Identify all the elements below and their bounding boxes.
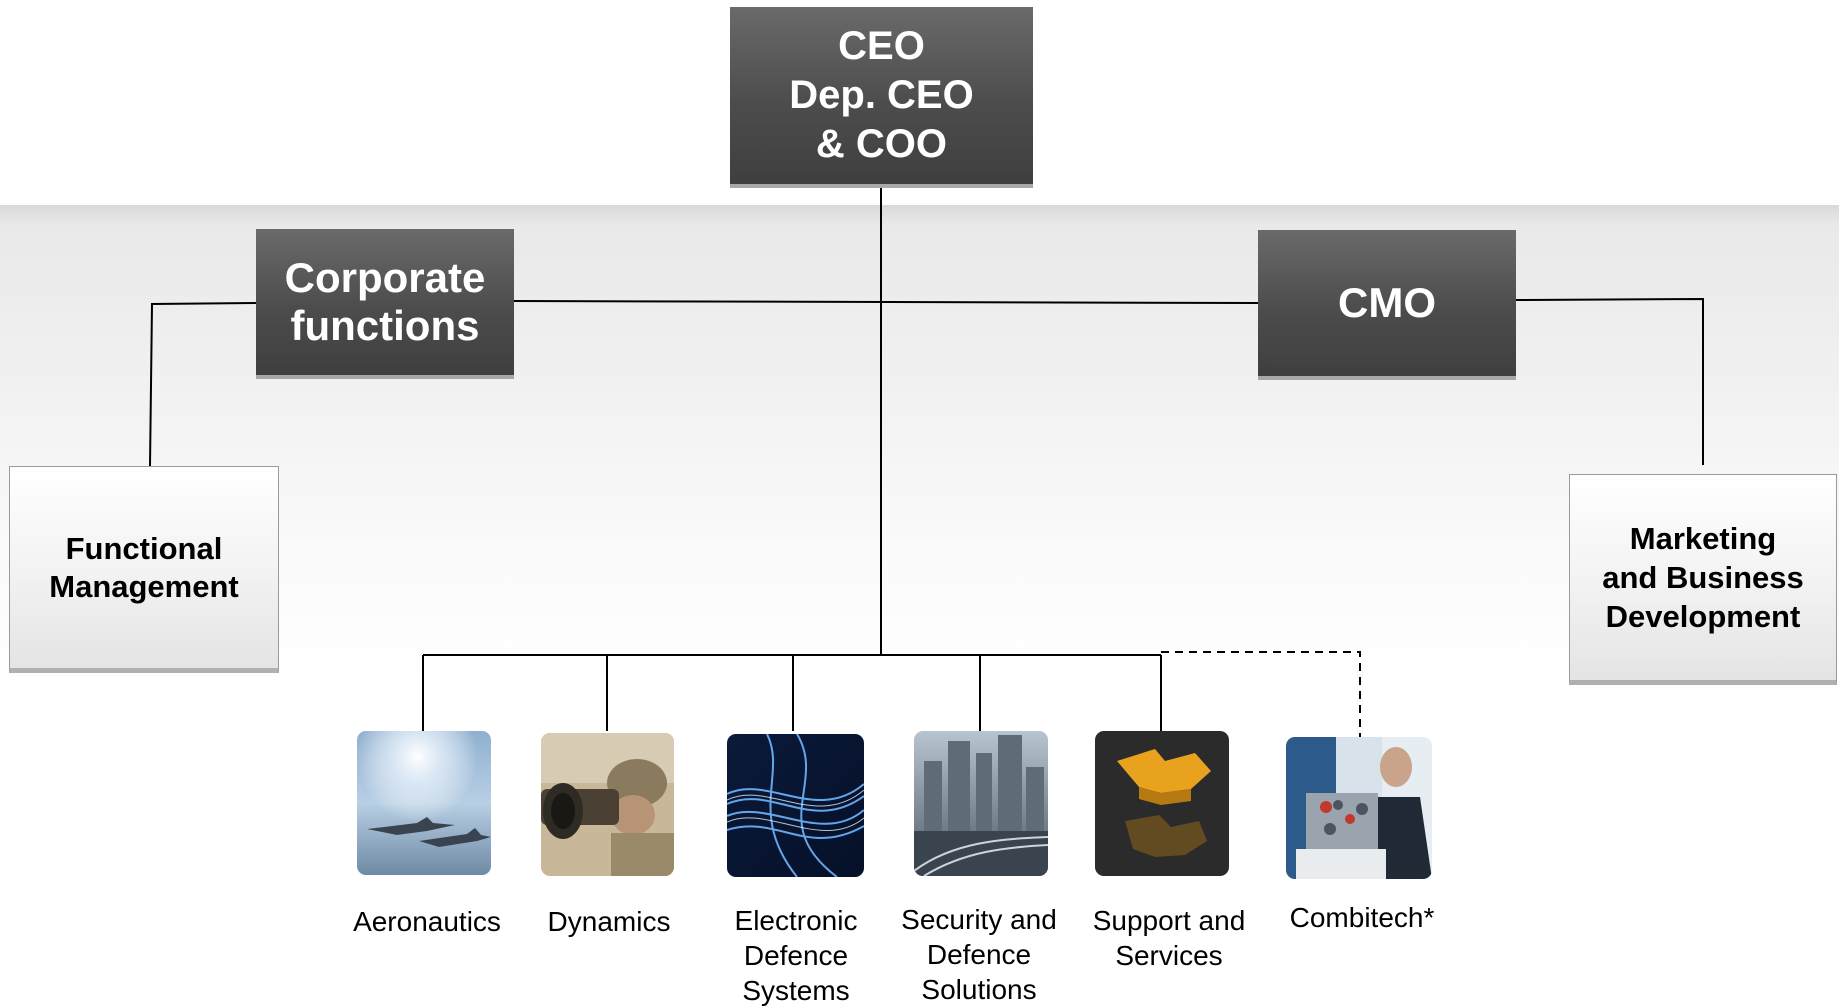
corporate-functions-label: Corporate functions <box>284 254 486 349</box>
marketing-business-development-label: Marketing and Business Development <box>1602 521 1804 634</box>
ceo-label: CEO Dep. CEO & COO <box>789 24 974 166</box>
marketing-connector <box>1514 297 1704 465</box>
marketing-business-development-box: Marketing and Business Development <box>1569 474 1837 685</box>
dynamics-image <box>541 733 674 876</box>
functional-management-connector <box>149 302 257 467</box>
cmo-label: CMO <box>1338 279 1436 326</box>
business-unit-label-security-defence-solutions: Security and Defence Solutions <box>901 904 1057 1005</box>
support-services-image <box>1095 731 1229 876</box>
functional-management-label: Functional Management <box>49 530 239 604</box>
aeronautics-image <box>357 731 491 875</box>
ceo-box: CEO Dep. CEO & COO <box>730 7 1033 188</box>
business-unit-label-aeronautics: Aeronautics <box>353 906 501 937</box>
business-unit-label-support-services: Support and Services <box>1092 905 1246 971</box>
combitech-image <box>1286 737 1432 879</box>
business-unit-label-dynamics: Dynamics <box>547 906 671 937</box>
functional-management-box: Functional Management <box>9 466 279 673</box>
electronic-defence-systems-image <box>727 734 864 877</box>
business-unit-label-electronic-defence-systems: Electronic Defence Systems <box>734 905 858 1006</box>
cmo-box: CMO <box>1258 230 1516 380</box>
combitech-dashed-connector <box>1161 651 1361 737</box>
business-unit-label-combitech: Combitech* <box>1289 902 1435 933</box>
mid-horizontal-line <box>512 300 1259 304</box>
security-defence-solutions-image <box>914 731 1048 876</box>
corporate-functions-box: Corporate functions <box>256 229 514 379</box>
